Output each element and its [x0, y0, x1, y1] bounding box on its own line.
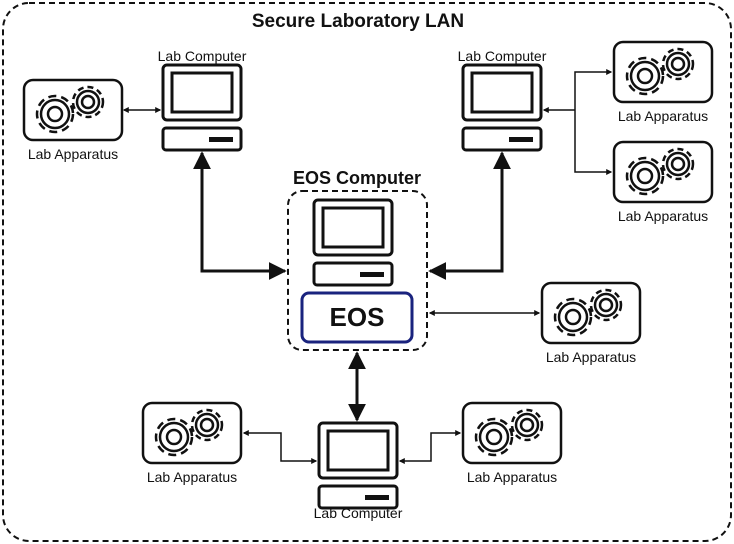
lab-apparatus-label-right-2: Lab Apparatus — [618, 208, 708, 224]
eos-computer-icon — [312, 198, 394, 287]
link-lab-computer-bottom-to-apparatus-right — [398, 430, 462, 464]
lab-computer-label-top-left: Lab Computer — [158, 48, 247, 64]
lab-apparatus-right-2 — [614, 142, 712, 202]
lab-apparatus-eos — [542, 283, 640, 343]
lab-computer-label-top-right: Lab Computer — [458, 48, 547, 64]
lab-computer-top-right — [461, 63, 543, 152]
lab-apparatus-label-eos: Lab Apparatus — [546, 349, 636, 365]
eos-badge — [300, 291, 414, 344]
link-lab-computer-top-right-to-apparatus-2 — [574, 110, 613, 175]
diagram-title: Secure Laboratory LAN — [252, 11, 464, 32]
link-lab-computer-top-right-to-apparatus-1 — [574, 69, 613, 110]
lab-apparatus-label-right-1: Lab Apparatus — [618, 108, 708, 124]
lab-apparatus-bottom-left — [143, 403, 241, 463]
lab-apparatus-right-1 — [614, 42, 712, 102]
lab-apparatus-label-bottom-right: Lab Apparatus — [467, 469, 557, 485]
lab-computer-bottom — [317, 421, 399, 510]
lab-apparatus-left — [24, 80, 122, 140]
eos-computer-title: EOS Computer — [293, 168, 421, 188]
lab-computer-top-left — [161, 63, 243, 152]
eos-badge-text: EOS — [330, 302, 385, 332]
lab-computer-label-bottom: Lab Computer — [314, 505, 403, 521]
link-eos-to-lab-computer-top-right — [428, 151, 511, 280]
link-eos-to-lab-computer-top-left — [193, 151, 287, 280]
lab-apparatus-label-bottom-left: Lab Apparatus — [147, 469, 237, 485]
lab-apparatus-label-left: Lab Apparatus — [28, 146, 118, 162]
link-lab-computer-bottom-to-apparatus-left — [242, 430, 318, 464]
lab-apparatus-bottom-right — [463, 403, 561, 463]
eos-computer-boundary — [287, 190, 428, 351]
